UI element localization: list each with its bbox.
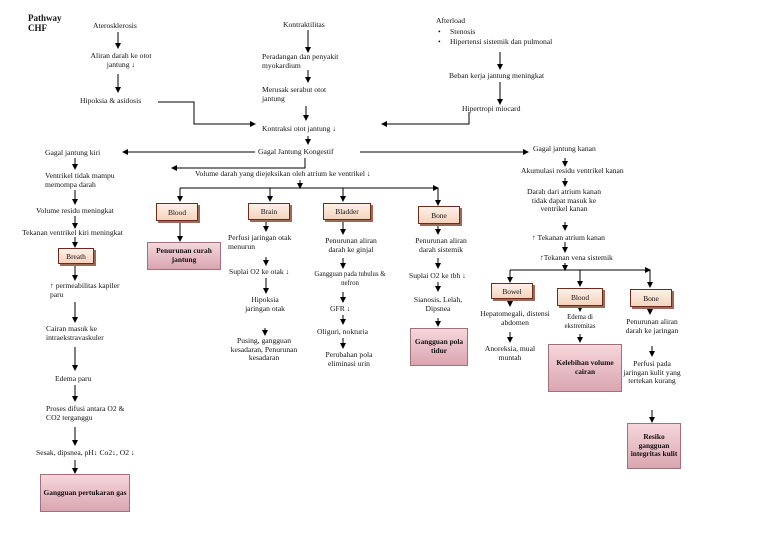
node-ventrikel-tidak-mampu: Ventrikel tidak mampu memompa darah: [45, 171, 115, 189]
node-penurunan-sistemik: Penurunan aliran darah sistemik: [415, 236, 467, 254]
node-gagal-jantung-kanan: Gagal jantung kanan: [533, 144, 596, 153]
blood-box: Blood: [156, 203, 198, 221]
bone-box-left: Bone: [418, 206, 460, 224]
result-resiko-integritas-kulit: Resiko gangguan integritas kulit: [627, 423, 681, 469]
node-perfusi-otak: Perfusi jaringan otak menurun: [228, 233, 292, 251]
node-edema-ekstremitas: Edema di ekstremitas: [564, 314, 596, 330]
node-edema-paru: Edema paru: [55, 374, 92, 383]
node-sesak-dipsnea: Sesak, dipsnea, pH↓ Co2↓, O2 ↓: [36, 448, 135, 457]
breath-box: Breath: [58, 248, 94, 264]
node-penurunan-ginjal: Penurunan aliran darah ke ginjal: [325, 236, 377, 254]
result-gangguan-pola-tidur: Gangguan pola tidur: [410, 328, 468, 366]
node-suplai-otak: Suplai O2 ke otak ↓: [229, 267, 290, 276]
afterload-label: Afterload: [436, 16, 466, 25]
node-volume-residu: Volume residu meningkat: [36, 206, 114, 215]
title-line-2: CHF: [28, 23, 47, 33]
afterload-list: Stenosis Hipertensi sistemik dan pulmona…: [436, 27, 552, 47]
node-volume-darah: Volume darah yang diejeksikan oleh atriu…: [195, 169, 371, 178]
node-gfr: GFR ↓: [330, 304, 351, 313]
node-penurunan-jaringan: Penurunan aliran darah ke jaringan: [625, 317, 679, 335]
result-kelebihan-volume-cairan: Kelebihan volume cairan: [548, 344, 622, 392]
bladder-box: Bladder: [323, 203, 371, 220]
blood-box-right: Blood: [557, 288, 603, 306]
node-sianosis: Sianosis, Lelah, Dipsnea: [413, 295, 463, 313]
node-darah-atrium: Darah dari atrium kanan tidak dapat masu…: [526, 187, 601, 214]
afterload-item: Stenosis: [450, 27, 552, 37]
node-hipoksia-asidosis: Hipoksia & asidosis: [80, 96, 142, 105]
brain-box: Brain: [248, 203, 290, 220]
node-merusak-serabut: Merusak serabut otot jantung: [262, 85, 327, 103]
node-kontraktilitas: Kontraktilitas: [283, 20, 325, 29]
node-hipertropi: Hipertropi miocard: [462, 104, 521, 113]
node-peradangan: Peradangan dan penyakit myokardium: [262, 52, 339, 70]
title-line-1: Pathway: [28, 13, 62, 23]
node-proses-difusi: Proses difusi antara O2 & CO2 terganggu: [46, 404, 125, 422]
result-gangguan-pertukaran-gas: Gangguan pertukaran gas: [40, 474, 130, 512]
node-akumulasi-residu: Akumulasi residu ventrikel kanan: [521, 166, 624, 175]
node-perfusi-kulit: Perfusi pada jaringan kulit yang terteka…: [623, 359, 681, 386]
afterload-item: Hipertensi sistemik dan pulmonal: [450, 37, 552, 47]
node-anoreksia: Anoreksia, mual muntah: [484, 344, 536, 362]
node-aliran-darah: Aliran darah ke otot jantung ↓: [90, 51, 152, 69]
page-title: Pathway CHF: [28, 13, 62, 33]
node-gangguan-tubulus: Gangguan pada tubulus & nefron: [314, 271, 386, 287]
node-permeabilitas: ↑ permeabilitas kapiler paru: [50, 281, 120, 299]
bowel-box: Bowel: [491, 283, 533, 299]
node-tekanan-atrium: ↑ Tekanan atrium kanan: [532, 233, 605, 242]
node-pusing: Pusing, gangguan kesadaran, Penurunan ke…: [230, 336, 298, 363]
node-suplai-tubuh: Suplai O2 ke tbh ↓: [409, 271, 466, 280]
node-hepatomegali: Hepatomegali, distensi abdomen: [480, 309, 550, 327]
node-tekanan-ventrikel: Tekanan ventrikel kiri meningkat: [22, 228, 123, 237]
node-tekanan-vena: ↑Tekanan vena sistemik: [540, 253, 613, 262]
node-oliguri: Oliguri, nokturia: [317, 327, 369, 336]
node-kontraksi-otot: Kontraksi otot jantung ↓: [262, 124, 337, 133]
node-gagal-jantung-kiri: Gagal jantung kiri: [45, 148, 101, 157]
result-penurunan-curah-jantung: Penurunan curah jantung: [147, 242, 221, 270]
node-hipoksia-otak: Hipoksia jaringan otak: [245, 295, 285, 313]
bone-box-right: Bone: [630, 289, 672, 307]
node-beban-kerja: Beban kerja jantung meningkat: [449, 71, 545, 80]
node-cairan-masuk: Cairan masuk ke intraekstravaskuler: [46, 324, 104, 342]
node-gagal-jantung-kongestif: Gagal Jantung Kongestif: [258, 147, 334, 156]
node-perubahan-pola: Perubahan pola eliminasi urin: [325, 350, 373, 368]
node-aterosklerosis: Aterosklerosis: [93, 21, 137, 30]
